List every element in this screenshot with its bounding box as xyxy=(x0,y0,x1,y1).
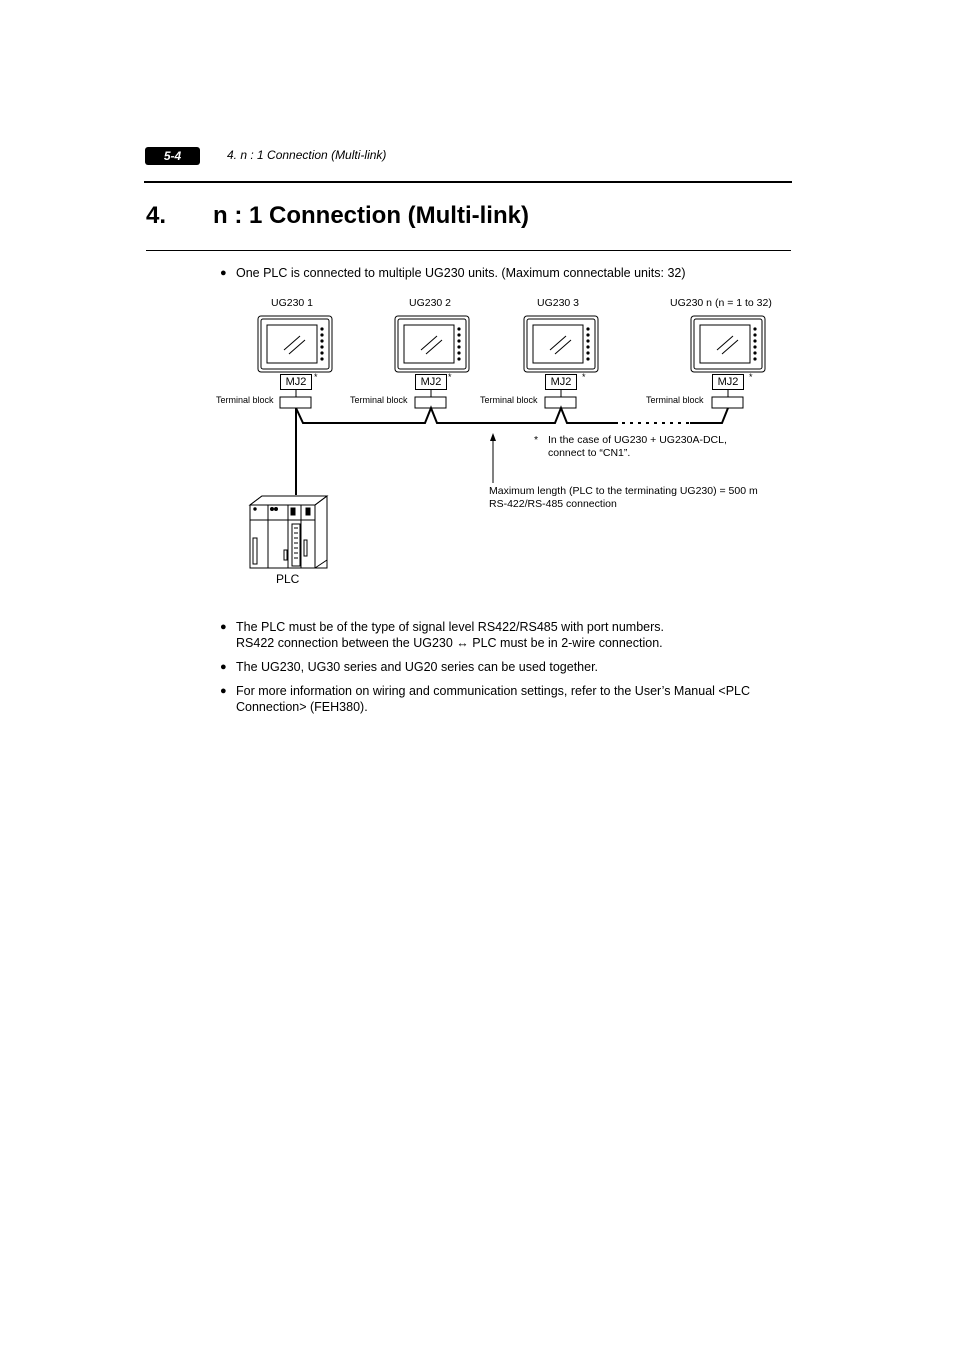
footnote-line-1: In the case of UG230 + UG230A-DCL, xyxy=(548,434,727,446)
port-note-mark-n: * xyxy=(749,372,753,382)
plc-rack-icon xyxy=(248,495,329,569)
note-bullet-2: ● The UG230, UG30 series and UG20 series… xyxy=(220,659,790,675)
note-1-line-2: RS422 connection between the UG230 ↔ PLC… xyxy=(236,636,663,650)
touch-panel-icon xyxy=(394,315,470,373)
plc-label: PLC xyxy=(276,572,300,586)
touch-panel-icon xyxy=(690,315,766,373)
section-number: 4. xyxy=(146,202,167,229)
title-rule xyxy=(146,250,791,251)
port-label-n: MJ2 xyxy=(712,374,744,390)
port-label-3: MJ2 xyxy=(545,374,577,390)
cable-note-line-2: RS-422/RS-485 connection xyxy=(489,498,617,510)
cable-note-line-1: Maximum length (PLC to the terminating U… xyxy=(489,485,758,497)
header-rule xyxy=(144,181,792,183)
terminal-label-1: Terminal block xyxy=(216,395,274,405)
note-1-line-1: The PLC must be of the type of signal le… xyxy=(236,620,665,634)
touch-panel-icon xyxy=(257,315,333,373)
terminal-label-3: Terminal block xyxy=(480,395,538,405)
bullet-dot: ● xyxy=(220,661,227,673)
drop-cables xyxy=(295,389,729,397)
unit-label-3: UG230 3 xyxy=(537,297,580,309)
terminal-label-n: Terminal block xyxy=(646,395,704,405)
note-3-line-1: For more information on wiring and commu… xyxy=(236,684,751,698)
intro-bullet-text: One PLC is connected to multiple UG230 u… xyxy=(236,266,686,280)
note-3-line-2: Connection> (FEH380). xyxy=(236,700,368,714)
section-title: n : 1 Connection (Multi-link) xyxy=(213,202,529,229)
port-note-mark-1: * xyxy=(314,372,318,382)
port-label-1: MJ2 xyxy=(280,374,312,390)
unit-label-2: UG230 2 xyxy=(409,297,452,309)
bullet-dot: ● xyxy=(220,685,227,697)
footnote-line-2: connect to “CN1”. xyxy=(548,447,631,459)
length-arrow xyxy=(490,433,496,483)
port-note-mark-2: * xyxy=(448,372,452,382)
unit-label-1: UG230 1 xyxy=(271,297,314,309)
port-label-2: MJ2 xyxy=(415,374,447,390)
footnote-mark: * xyxy=(534,434,539,446)
note-bullet-1: ● The PLC must be of the type of signal … xyxy=(220,619,790,651)
bullet-dot: ● xyxy=(220,267,227,279)
page-number-badge: 5-4 xyxy=(145,147,200,165)
bullet-dot: ● xyxy=(220,621,227,633)
terminal-label-2: Terminal block xyxy=(350,395,408,405)
running-header: 4. n : 1 Connection (Multi-link) xyxy=(227,148,387,162)
intro-bullet: ● One PLC is connected to multiple UG230… xyxy=(220,265,790,281)
touch-panel-icon xyxy=(523,315,599,373)
unit-label-n: UG230 n (n = 1 to 32) xyxy=(670,297,772,309)
note-2-line-1: The UG230, UG30 series and UG20 series c… xyxy=(236,660,599,674)
port-note-mark-3: * xyxy=(582,372,586,382)
trunk-cable xyxy=(295,405,729,424)
note-bullet-3: ● For more information on wiring and com… xyxy=(220,683,790,715)
connection-diagram xyxy=(248,315,766,569)
